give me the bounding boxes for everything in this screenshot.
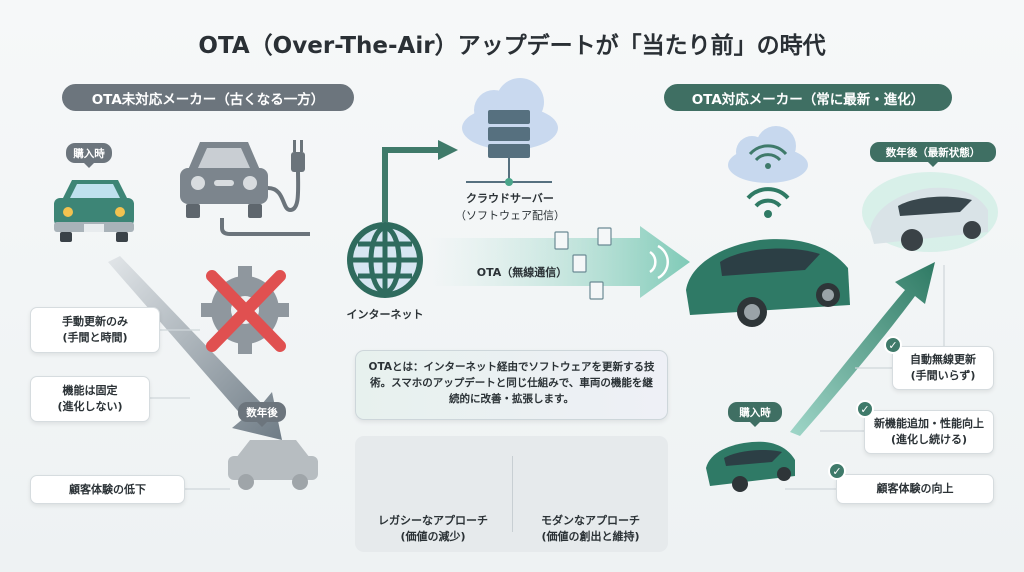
ev-car-icon-latest (862, 172, 998, 252)
globe-icon (347, 222, 423, 298)
car-icon-old (228, 440, 318, 490)
wifi-cloud-icon (728, 126, 808, 218)
legacy-header: OTA未対応メーカー（古くなる一方） (62, 84, 354, 111)
point-title: 手動更新のみ (62, 315, 128, 329)
connector-lines (150, 265, 945, 490)
legacy-point-experience: 顧客体験の低下 (30, 475, 185, 504)
purchase-badge-left: 購入時 (66, 143, 112, 168)
check-icon: ✓ (884, 336, 902, 354)
ota-header: OTA対応メーカー（常に最新・進化） (664, 84, 952, 111)
divider (512, 456, 513, 532)
car-with-plug-icon (180, 140, 310, 236)
car-icon-purchase-left (54, 180, 134, 242)
check-icon: ✓ (828, 462, 846, 480)
approach-sub: (価値の減少) (400, 529, 466, 543)
ota-definition: OTAとは：インターネット経由でソフトウェアを更新する技術。スマホのアップデート… (355, 350, 668, 420)
page-title: OTA（Over-The-Air）アップデートが「当たり前」の時代 (198, 33, 826, 59)
ota-beam (430, 226, 690, 298)
approach-title: レガシーなアプローチ (378, 514, 488, 527)
approach-title: モダンなアプローチ (541, 514, 640, 527)
legacy-approach: レガシーなアプローチ (価値の減少) (355, 513, 511, 545)
point-sub: (進化しない) (57, 400, 123, 413)
legacy-point-fixed: 機能は固定 (進化しない) (30, 376, 150, 422)
point-title: 機能は固定 (62, 384, 118, 398)
check-icon: ✓ (856, 400, 874, 418)
point-title: 自動無線更新 (910, 353, 976, 367)
growth-arrow (790, 262, 935, 436)
approach-panel: レガシーなアプローチ (価値の減少) モダンなアプローチ (価値の創出と維持) (355, 436, 668, 552)
internet-label: インターネット (346, 308, 424, 321)
approach-sub: (価値の創出と維持) (541, 529, 640, 543)
ota-label: OTA（無線通信） (476, 266, 568, 279)
cloud-sub: （ソフトウェア配信） (455, 209, 565, 222)
ev-car-icon-main (686, 239, 850, 327)
cloud-label: クラウドサーバー (466, 192, 554, 205)
point-title: 顧客体験の低下 (69, 482, 146, 496)
broken-gear-icon (201, 266, 289, 354)
legacy-point-manual: 手動更新のみ (手間と時間) (30, 307, 160, 353)
point-sub: (手間いらず) (910, 369, 976, 382)
decline-arrow (108, 256, 282, 440)
modern-approach: モダンなアプローチ (価値の創出と維持) (513, 513, 668, 545)
latest-badge: 数年後（最新状態） (870, 142, 996, 167)
ota-point-experience: 顧客体験の向上 (836, 474, 994, 504)
cloud-server-icon (462, 78, 558, 186)
ota-point-new-features: 新機能追加・性能向上 (進化し続ける) (864, 410, 994, 454)
years-later-badge: 数年後 (238, 402, 286, 427)
document-icons (554, 227, 612, 300)
point-sub: (進化し続ける) (890, 433, 968, 446)
ev-car-icon-purchase-right (706, 441, 795, 492)
point-title: 顧客体験の向上 (876, 482, 954, 496)
purchase-badge-right: 購入時 (728, 402, 782, 427)
ota-point-auto-update: 自動無線更新 (手間いらず) (892, 346, 994, 390)
upload-arrow (382, 140, 458, 222)
point-title: 新機能追加・性能向上 (874, 417, 984, 431)
point-sub: (手間と時間) (62, 331, 128, 344)
